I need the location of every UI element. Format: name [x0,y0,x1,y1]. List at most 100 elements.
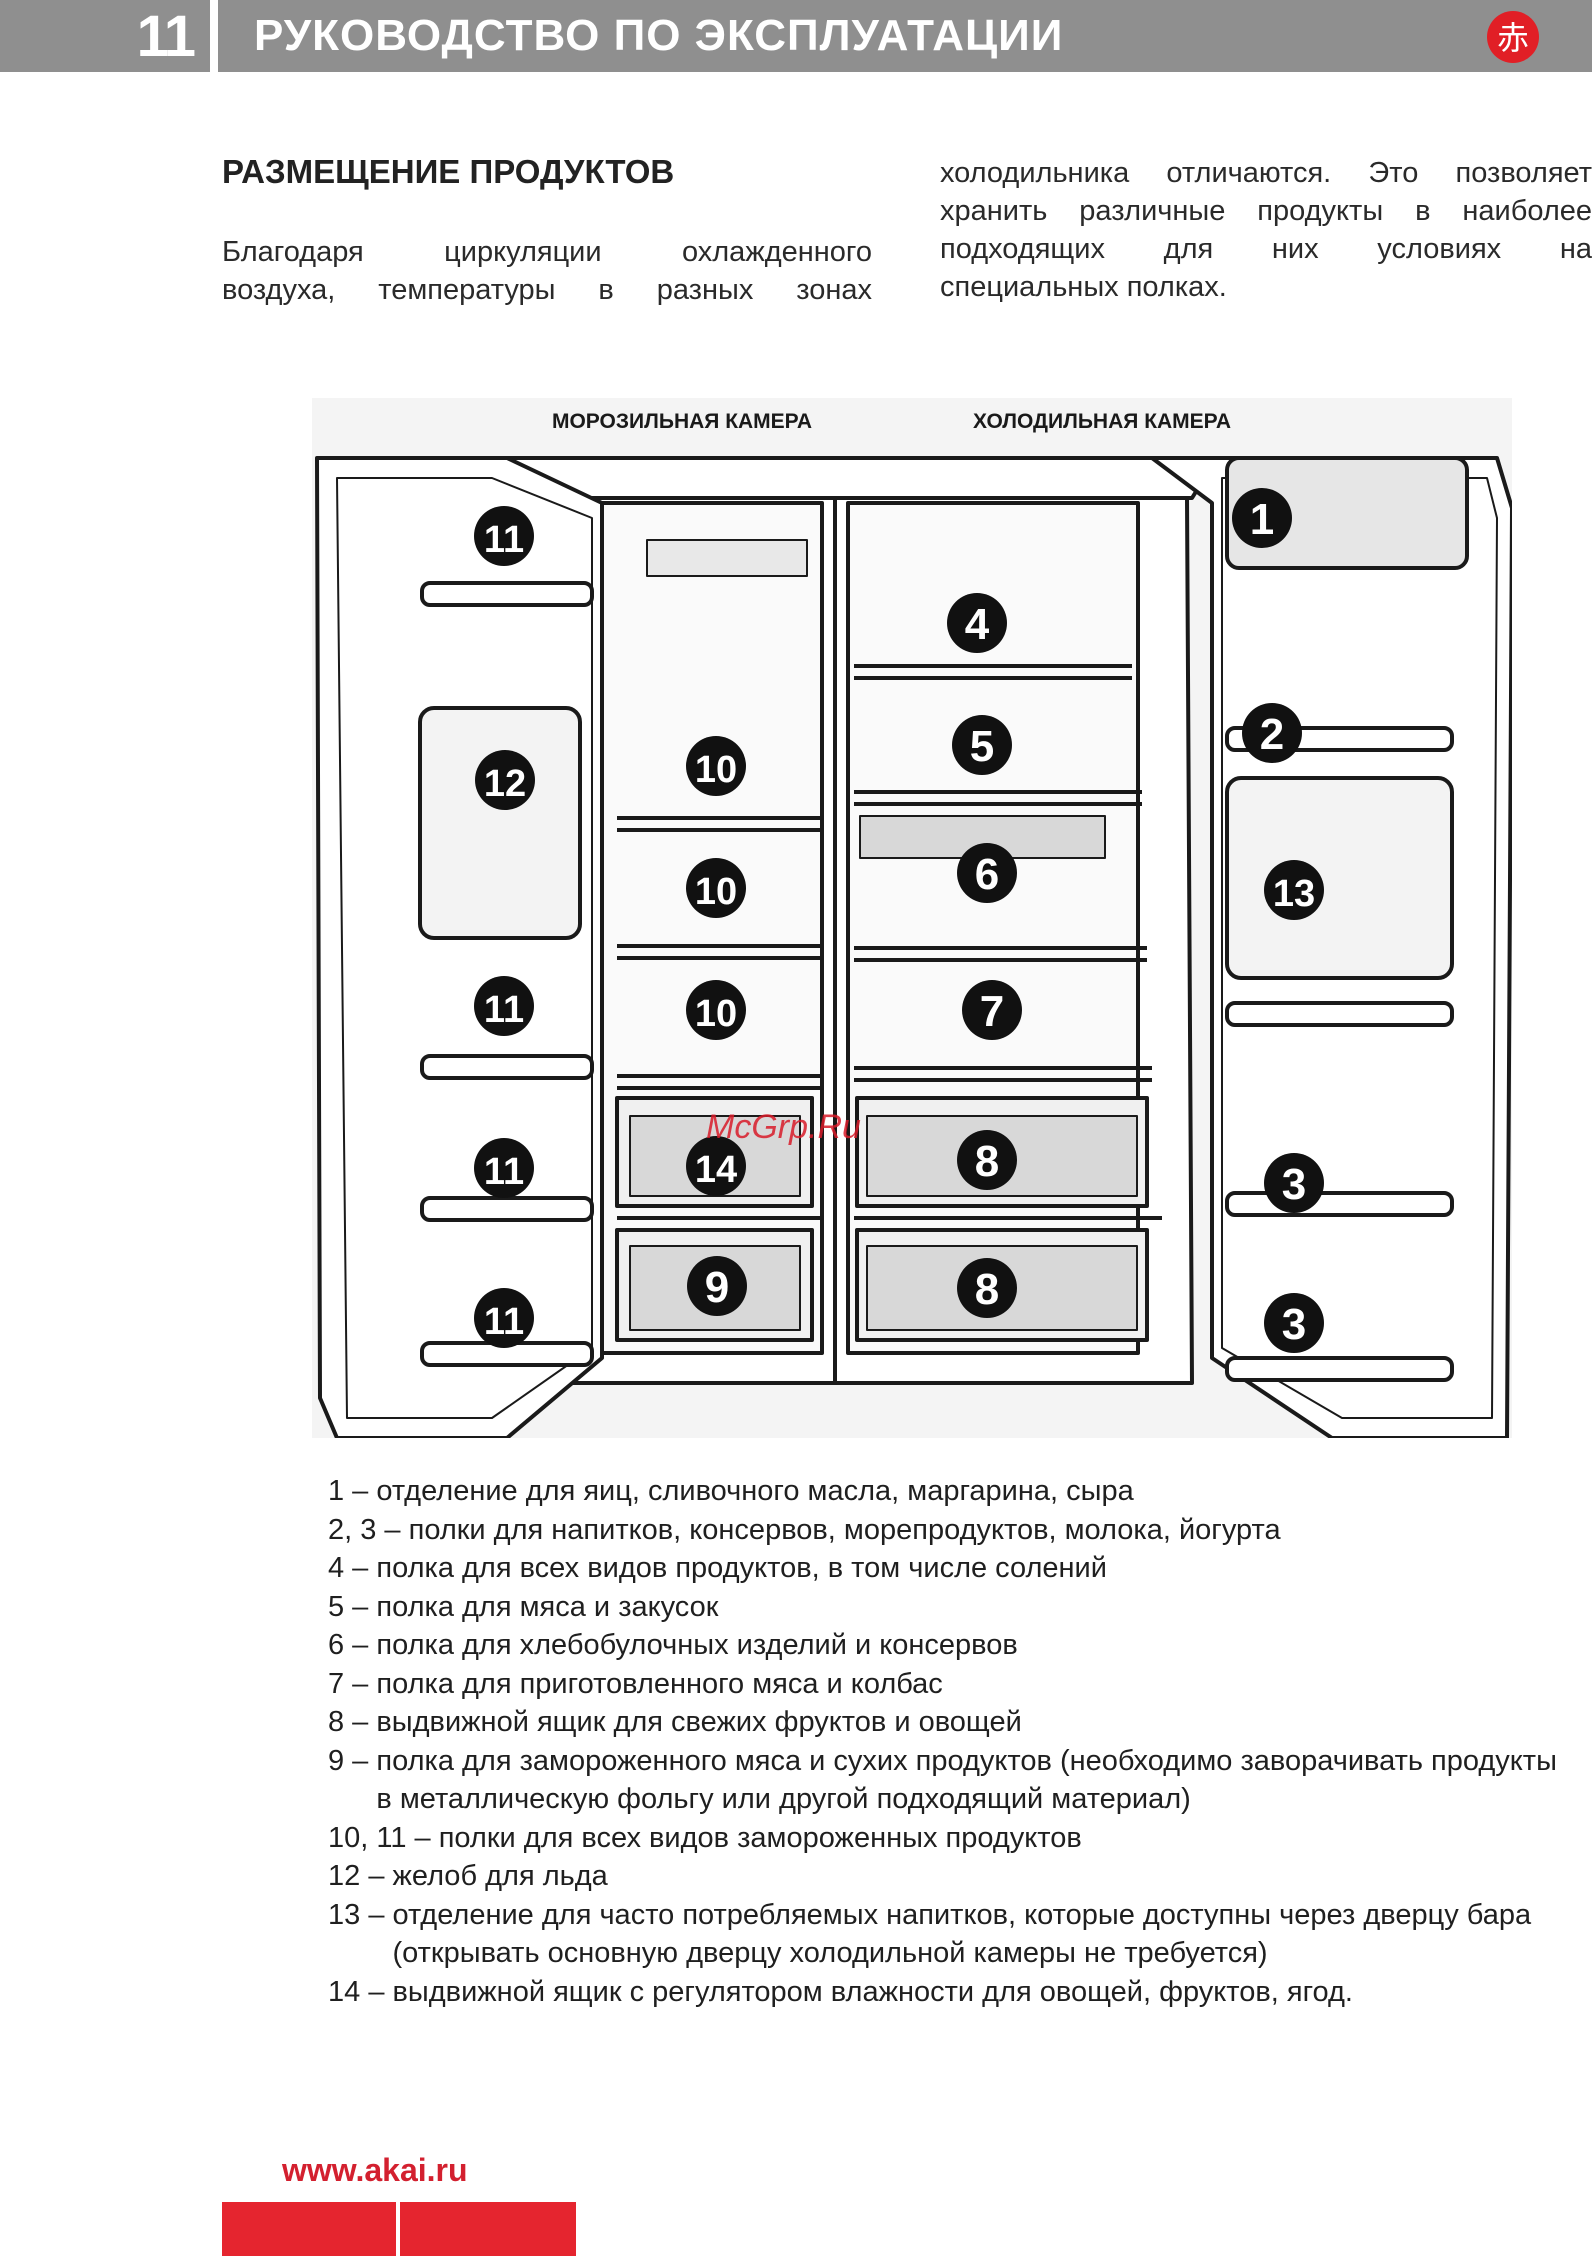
legend-num: 10, 11 – [328,1821,439,1854]
legend-text: полки для напитков, консервов, морепроду… [408,1513,1281,1546]
legend-item: 6 – полка для хлебобулочных изделий и ко… [328,1626,1558,1665]
marker-8: 8 [957,1130,1017,1190]
marker-label: 11 [484,1301,524,1343]
page-header: 11 РУКОВОДСТВО ПО ЭКСПЛУАТАЦИИ 赤 [0,0,1592,72]
marker-label: 3 [1282,1160,1306,1209]
legend-item: 13 – отделение для часто потребляемых на… [328,1896,1558,1973]
marker-2: 2 [1242,703,1302,763]
marker-label: 11 [484,1151,524,1193]
marker-label: 9 [705,1263,729,1312]
marker-4: 4 [947,593,1007,653]
marker-label: 2 [1260,710,1284,759]
marker-label: 4 [965,600,990,649]
legend-text: выдвижной ящик с регулятором влажности д… [392,1975,1353,2008]
marker-10: 10 [686,858,746,918]
marker-6: 6 [957,843,1017,903]
page-number: 11 [136,3,196,69]
legend-text: полка для хлебобулочных изделий и консер… [376,1629,1018,1661]
marker-14: 14 [686,1136,746,1196]
marker-label: 11 [484,519,524,561]
marker-label: 10 [695,993,737,1035]
intro-right-line: хранить различные продукты в наиболее [940,195,1592,227]
marker-11: 11 [474,976,534,1036]
section-title: РАЗМЕЩЕНИЕ ПРОДУКТОВ [222,153,675,190]
legend-num: 5 – [328,1590,377,1623]
document-title: РУКОВОДСТВО ПО ЭКСПЛУАТАЦИИ [254,11,1064,60]
marker-label: 7 [980,987,1004,1036]
marker-10: 10 [686,980,746,1040]
watermark: McGrp.Ru [706,1108,861,1146]
legend-item: 12 – желоб для льда [328,1857,1558,1896]
marker-9: 9 [687,1256,747,1316]
legend-num: 14 – [328,1975,393,2008]
marker-label: 6 [975,850,999,899]
intro-left-line: воздуха, температуры в разных зонах [222,274,872,306]
legend-num: 6 – [328,1629,377,1661]
marker-label: 10 [695,749,737,791]
legend-text: отделение для яиц, сливочного масла, мар… [376,1475,1134,1507]
marker-label: 8 [975,1137,999,1186]
marker-label: 13 [1273,873,1315,915]
legend-num: 1 – [328,1475,377,1507]
intro-right-line: специальных полках. [940,271,1227,303]
freezer-door [315,456,604,1438]
marker-label: 3 [1282,1300,1306,1349]
marker-10: 10 [686,736,746,796]
intro-right-column: холодильника отличаются. Это позволяет х… [940,154,1592,306]
marker-label: 11 [484,989,524,1031]
legend-item: 7 – полка для приготовленного мяса и кол… [328,1665,1558,1704]
marker-label: 12 [484,763,526,805]
legend-num: 2, 3 – [328,1513,409,1546]
intro-left-column: Благодаря циркуляции охлажденного воздух… [222,233,872,309]
cabinet-top [505,456,1219,500]
marker-label: 5 [970,722,994,771]
freezer-interior [600,501,824,1355]
marker-3: 3 [1264,1153,1324,1213]
marker-3: 3 [1264,1293,1324,1353]
legend-item: 10, 11 – полки для всех видов замороженн… [328,1819,1558,1858]
marker-11: 11 [474,1138,534,1198]
marker-label: 10 [695,871,737,913]
legend-item: 5 – полка для мяса и закусок [328,1588,1558,1627]
legend-text: полка для замороженного мяса и сухих про… [376,1744,1557,1816]
marker-12: 12 [475,750,535,810]
legend-item: 14 – выдвижной ящик с регулятором влажно… [328,1973,1558,2012]
page-number-box: 11 [0,0,210,72]
footer-accent-bar [222,2202,396,2256]
marker-5: 5 [952,715,1012,775]
marker-label: 14 [695,1149,737,1191]
legend-item: 1 – отделение для яиц, сливочного масла,… [328,1472,1558,1511]
intro-left-line: Благодаря циркуляции охлажденного [222,236,872,268]
fridge-diagram: МОРОЗИЛЬНАЯ КАМЕРА ХОЛОДИЛЬНАЯ КАМЕРА 12… [312,398,1512,1438]
legend-item: 8 – выдвижной ящик для свежих фруктов и … [328,1703,1558,1742]
intro-right-line: холодильника отличаются. Это позволяет [940,157,1592,189]
brand-logo-icon: 赤 [1487,11,1539,63]
marker-8: 8 [957,1258,1017,1318]
marker-7: 7 [962,980,1022,1040]
legend-text: полки для всех видов замороженных продук… [438,1821,1082,1854]
logo-glyph: 赤 [1497,19,1529,57]
legend-item: 4 – полка для всех видов продуктов, в то… [328,1549,1558,1588]
legend-num: 4 – [328,1552,377,1584]
legend-num: 8 – [328,1706,377,1738]
legend-text: отделение для часто потребляемых напитко… [392,1898,1532,1970]
legend-item: 2, 3 – полки для напитков, консервов, мо… [328,1511,1558,1550]
freezer-label: МОРОЗИЛЬНАЯ КАМЕРА [552,410,812,433]
marker-11: 11 [474,506,534,566]
marker-1: 1 [1232,488,1292,548]
marker-13: 13 [1264,860,1324,920]
legend-text: полка для всех видов продуктов, в том чи… [376,1552,1107,1584]
legend-text: полка для приготовленного мяса и колбас [376,1667,943,1700]
legend-num: 9 – [328,1744,377,1777]
legend-text: выдвижной ящик для свежих фруктов и овощ… [376,1706,1022,1738]
legend-num: 7 – [328,1667,377,1700]
marker-label: 1 [1250,495,1274,544]
header-title-box: РУКОВОДСТВО ПО ЭКСПЛУАТАЦИИ [218,0,1592,72]
legend-num: 13 – [328,1898,393,1931]
website-link[interactable]: www.akai.ru [282,2152,468,2188]
marker-label: 8 [975,1265,999,1314]
legend-list: 1 – отделение для яиц, сливочного масла,… [328,1472,1558,2011]
intro-right-line: подходящих для них условиях на [940,233,1592,265]
marker-11: 11 [474,1288,534,1348]
legend-item: 9 – полка для замороженного мяса и сухих… [328,1742,1558,1819]
